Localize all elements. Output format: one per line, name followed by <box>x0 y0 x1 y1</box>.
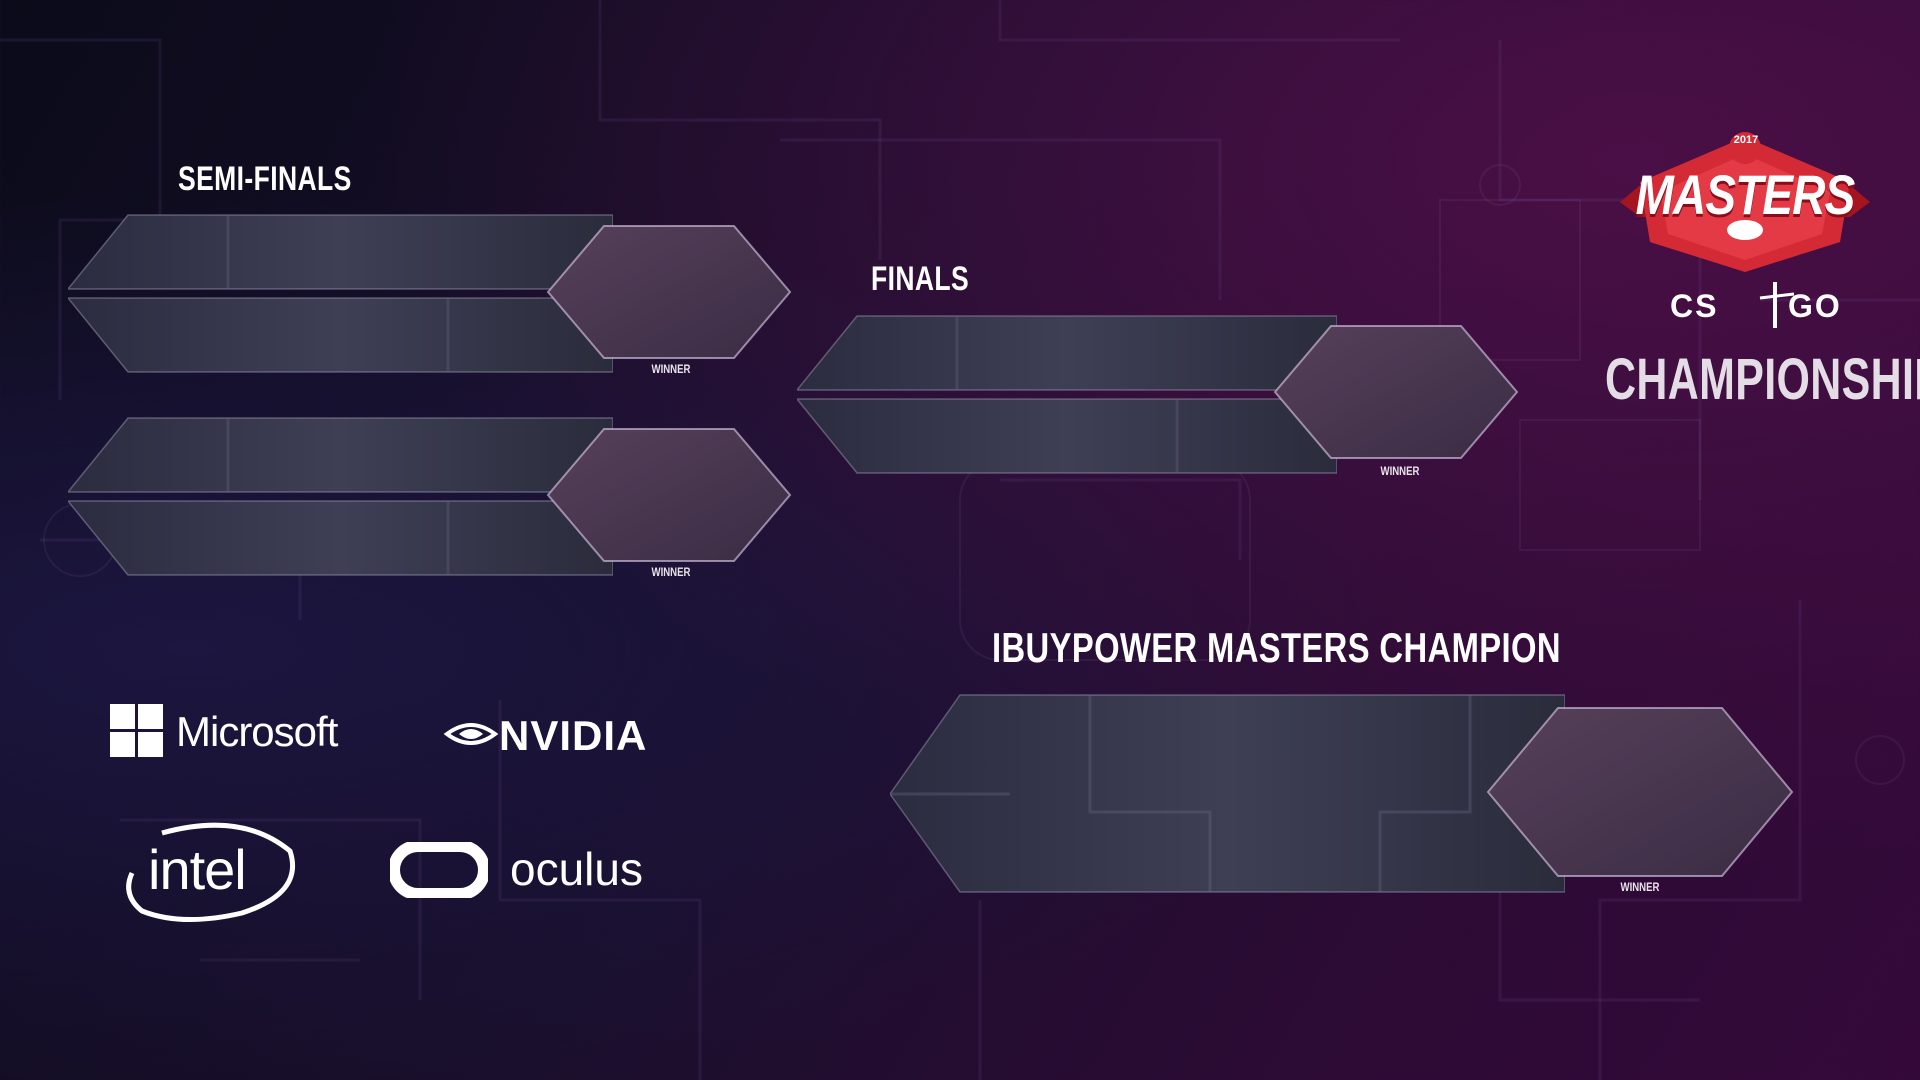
semi-final-2-winner-label: WINNER <box>651 565 691 579</box>
semi-final-1-winner-label: WINNER <box>651 362 691 376</box>
nvidia-eye-icon <box>443 723 499 745</box>
semi-final-2-team-2-slot[interactable] <box>68 499 613 577</box>
csgo-right: GO <box>1788 288 1842 324</box>
final-team-2-slot[interactable] <box>797 397 1337 475</box>
oculus-visor-icon <box>390 842 488 898</box>
finals-heading: FINALS <box>871 260 970 298</box>
intel-swoosh-icon <box>126 822 296 923</box>
intel-logo: intel <box>122 815 302 930</box>
semi-final-2-winner-hex[interactable] <box>544 425 796 565</box>
masters-emblem-icon <box>1620 132 1870 328</box>
nvidia-wordmark: NVIDIA <box>499 712 648 759</box>
semi-final-1-winner-hex[interactable] <box>544 222 796 362</box>
microsoft-logo: Microsoft <box>110 704 370 760</box>
microsoft-wordmark: Microsoft <box>176 708 338 755</box>
microsoft-windows-icon <box>110 704 163 757</box>
semi-finals-heading: SEMI-FINALS <box>178 160 352 198</box>
csgo-left: CS <box>1670 288 1719 324</box>
intel-wordmark: intel <box>148 838 247 901</box>
final-winner-hex[interactable] <box>1271 322 1523 462</box>
oculus-logo: oculus <box>390 842 680 898</box>
semi-final-1-team-1-slot[interactable] <box>68 213 613 291</box>
champion-team-slot[interactable] <box>890 692 1565 896</box>
nvidia-logo: NVIDIA <box>443 712 683 759</box>
championship-heading: CHAMPIONSHIP <box>1605 347 1920 412</box>
semi-final-2-team-1-slot[interactable] <box>68 416 613 494</box>
masters-year: 2017 <box>1733 134 1759 146</box>
oculus-wordmark: oculus <box>510 843 643 895</box>
masters-csgo-logo: 2017 MASTERS CS GO <box>1600 122 1890 332</box>
masters-title: MASTERS <box>1635 163 1856 226</box>
semi-final-1-team-2-slot[interactable] <box>68 296 613 374</box>
champion-winner-label: WINNER <box>1620 880 1660 894</box>
champion-winner-hex[interactable] <box>1484 704 1796 880</box>
final-team-1-slot[interactable] <box>797 314 1337 392</box>
champion-heading: IBUYPOWER MASTERS CHAMPION <box>992 624 1561 671</box>
final-winner-label: WINNER <box>1380 464 1420 478</box>
